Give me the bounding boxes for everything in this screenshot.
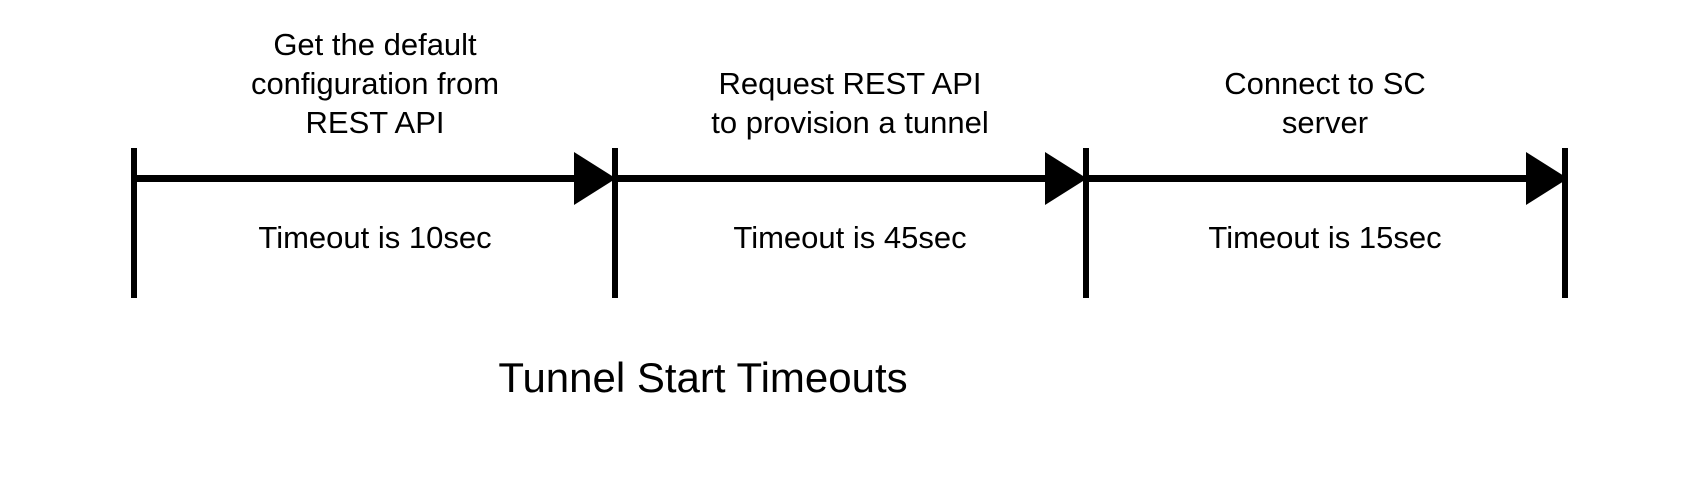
timeline-tick-end [1562, 148, 1568, 298]
timeline-tick-divider-1 [612, 148, 618, 298]
segment-2-timeout: Timeout is 45sec [733, 220, 967, 255]
timeline-tick-divider-2 [1083, 148, 1089, 298]
segment-2-label: Request REST API to provision a tunnel [711, 65, 989, 140]
diagram-title: Tunnel Start Timeouts [498, 354, 908, 401]
segment-3-label: Connect to SC server [1224, 65, 1426, 140]
segment-1-arrow-shaft [133, 175, 574, 182]
timeline-tick-start [131, 148, 137, 298]
segment-3-arrow-shaft [1086, 175, 1526, 182]
segment-1-label: Get the default configuration from REST … [250, 26, 500, 140]
segment-1-timeout: Timeout is 10sec [258, 220, 492, 255]
segment-1-arrowhead [574, 152, 616, 205]
segment-3-arrowhead [1526, 152, 1568, 205]
segment-3-timeout: Timeout is 15sec [1208, 220, 1442, 255]
segment-2-arrowhead [1045, 152, 1087, 205]
segment-2-arrow-shaft [615, 175, 1045, 182]
